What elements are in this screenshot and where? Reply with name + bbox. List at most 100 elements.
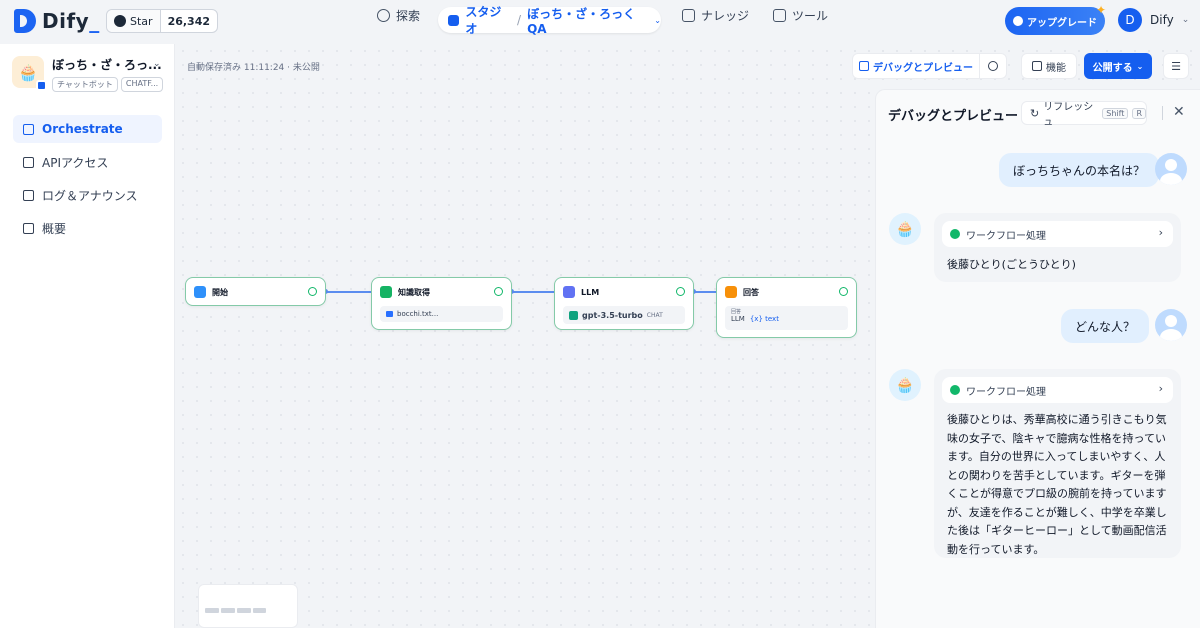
node-title: 回答 (743, 287, 759, 297)
upgrade-button[interactable]: アップグレード (1005, 7, 1105, 35)
nav-explore[interactable]: 探索 (377, 7, 420, 24)
compass-icon (377, 9, 390, 22)
answer-icon (725, 286, 737, 298)
close-icon[interactable]: ✕ (1173, 104, 1185, 120)
message-text: ぼっちちゃんの本名は？ (1013, 163, 1146, 178)
debug-preview-button[interactable]: デバッグとプレビュー (852, 53, 980, 79)
minimap[interactable] (198, 584, 298, 628)
model-name: gpt-3.5-turbo (582, 310, 643, 320)
success-check-icon (676, 287, 685, 296)
autosave-status: 自動保存済み 11:11:24 · 未公開 (187, 63, 320, 73)
nav-separator: / (517, 13, 522, 27)
sparkle-circle-icon (1013, 16, 1023, 26)
model-mode: CHAT (646, 311, 663, 319)
sidebar-item-label: 概要 (42, 221, 67, 236)
message-line: 動を行っています。 (947, 542, 1045, 556)
app-icon: 🧁 (12, 56, 47, 91)
workflow-process-toggle[interactable]: ワークフロー処理› (942, 377, 1173, 403)
node-title: 開始 (212, 287, 228, 297)
app-name: ぼっち・ざ・ろっ... (52, 58, 162, 72)
success-check-icon (839, 287, 848, 296)
node-title: 知識取得 (398, 287, 430, 297)
success-check-icon (308, 287, 317, 296)
message-line: くことが得意でプロ級の腕前を持っています (947, 487, 1167, 500)
user-name: Dify (1150, 13, 1174, 27)
nav-knowledge[interactable]: ナレッジ (682, 7, 749, 24)
divider (1162, 106, 1163, 120)
nav-studio[interactable]: スタジオ / ぼっち・ざ・ろっくQA ⌄ (438, 5, 661, 36)
sidebar-item-overview[interactable]: 概要 (13, 214, 162, 242)
sidebar-item-logs[interactable]: ログ＆アナウンス (13, 181, 162, 209)
chevron-down-icon[interactable]: ⌄ (654, 15, 661, 25)
app-type-badge (36, 80, 47, 91)
grid-icon (1032, 61, 1042, 71)
checklist-button[interactable]: ☰ (1163, 53, 1189, 79)
dataset-name: bocchi.txt... (397, 310, 439, 318)
workflow-process-toggle[interactable]: ワークフロー処理› (942, 221, 1173, 247)
message-line: た後は「ギターヒーロー」として動画配信活 (947, 524, 1167, 537)
nav-tools-label: ツール (792, 9, 829, 23)
user-message: ぼっちちゃんの本名は？ (999, 153, 1160, 187)
orchestrate-icon (23, 123, 34, 135)
terminal-icon (23, 156, 34, 168)
cake-icon: 🧁 (895, 220, 915, 238)
bot-message: ワークフロー処理› 後藤ひとりは、秀華高校に通う引きこもり気 味の女子で、陰キャ… (934, 369, 1181, 558)
brand-cursor: _ (89, 9, 100, 33)
github-star-widget[interactable]: Star 26,342 (106, 9, 219, 33)
edge-llm-answer (694, 291, 716, 293)
publish-button[interactable]: 公開する⌄ (1084, 53, 1152, 79)
bug-play-icon (859, 61, 869, 71)
logo-icon (14, 9, 36, 33)
chevron-right-icon: › (1158, 382, 1163, 395)
answer-field-label: 回答 (731, 309, 742, 315)
variable-name: {x} text (749, 315, 779, 323)
message-line: との関わりを苦手としています。ギターを弾 (947, 468, 1166, 482)
workflow-process-label: ワークフロー処理 (966, 230, 1046, 242)
nav-studio-label: スタジオ (465, 5, 502, 36)
message-line: 味の女子で、陰キャで臆病な性格を持ってい (947, 431, 1167, 445)
chevron-down-icon[interactable]: ⌄ (153, 59, 161, 69)
book-icon (682, 9, 695, 22)
message-line: ます。自分の世界に入ってしまいやすく、人 (947, 450, 1166, 463)
node-start[interactable]: 開始 (185, 277, 326, 306)
sidebar-item-label: ログ＆アナウンス (42, 188, 138, 203)
nav-tools[interactable]: ツール (773, 7, 828, 24)
edge-knowledge-llm (512, 291, 554, 293)
chevron-down-icon: ⌄ (1181, 15, 1190, 25)
shortcut-key: Shift (1102, 107, 1129, 119)
history-button[interactable] (979, 53, 1007, 79)
openai-icon (569, 310, 578, 320)
nav-app-selector[interactable]: ぼっち・ざ・ろっくQA (527, 6, 636, 36)
edge-start-knowledge (326, 291, 371, 293)
app-mode-tag: チャットボット (52, 77, 118, 92)
dify-logo[interactable]: Dify_ (14, 9, 100, 33)
node-answer[interactable]: 回答 回答 LLM{x} text (716, 277, 857, 338)
cake-icon: 🧁 (895, 376, 915, 394)
bot-avatar: 🧁 (889, 213, 921, 245)
bot-avatar: 🧁 (889, 369, 921, 401)
github-star-button[interactable]: Star (107, 10, 161, 32)
github-star-label: Star (130, 14, 153, 28)
sidebar-item-label: APIアクセス (42, 155, 109, 170)
success-check-icon (950, 385, 960, 395)
node-title: LLM (581, 287, 600, 297)
refresh-label: リフレッシュ (1043, 102, 1094, 128)
brand-name: Dify (42, 9, 90, 33)
github-star-count: 26,342 (167, 14, 211, 28)
panel-title: デバッグとプレビュー (888, 109, 1019, 124)
user-message: どんな人？ (1061, 309, 1150, 343)
node-knowledge-retrieval[interactable]: 知識取得 bocchi.txt... (371, 277, 512, 330)
user-avatar (1155, 153, 1187, 185)
sidebar-item-api[interactable]: APIアクセス (13, 148, 162, 176)
features-button[interactable]: 機能 (1021, 53, 1077, 79)
shortcut-key: R (1132, 107, 1146, 119)
github-icon (114, 15, 126, 27)
sidebar-item-orchestrate[interactable]: Orchestrate (13, 115, 162, 143)
message-text: 後藤ひとりは、秀華高校に通う引きこもり気 味の女子で、陰キャで臆病な性格を持って… (947, 411, 1171, 559)
chevron-down-icon: ⌄ (1136, 61, 1144, 71)
